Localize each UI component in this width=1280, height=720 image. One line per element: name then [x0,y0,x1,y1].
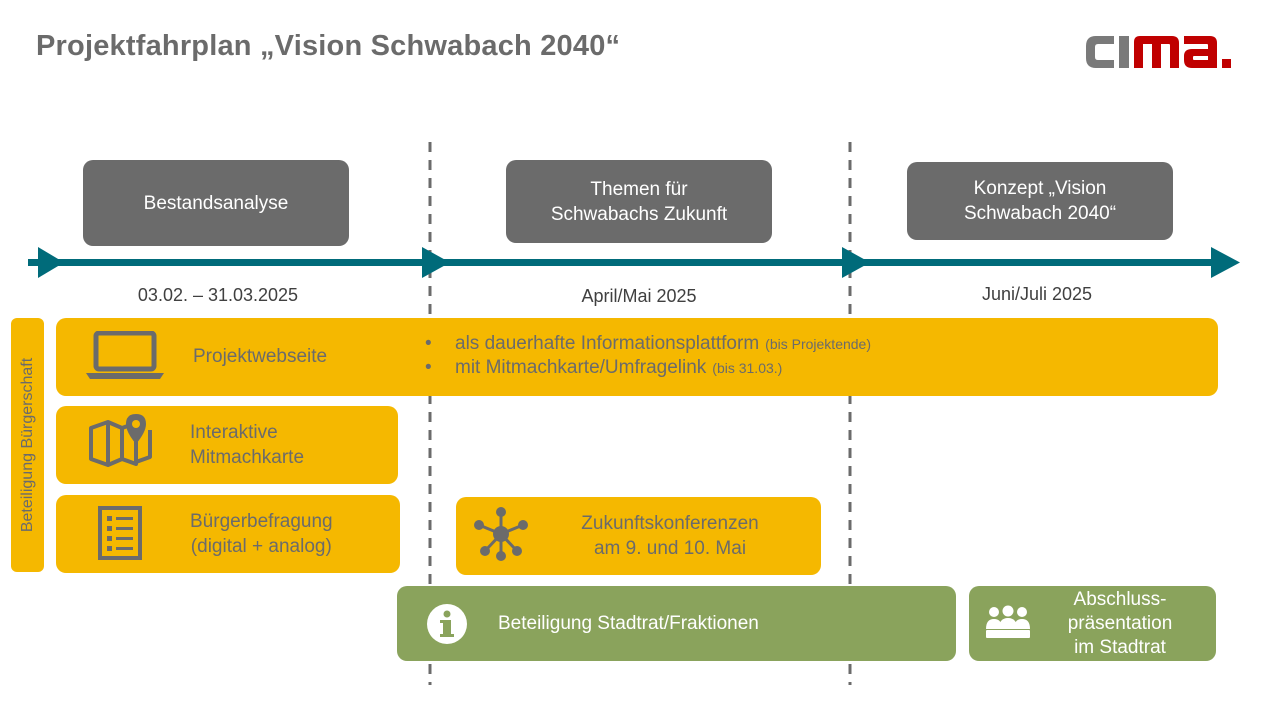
checklist-icon [97,505,143,566]
phase-date-1: 03.02. – 31.03.2025 [137,285,299,305]
side-label-box: Beteiligung Bürgerschaft [11,318,44,572]
website-box [56,318,1218,396]
bullet-note: (bis Projektende) [765,336,871,352]
phase-date-2: April/Mai 2025 [581,286,697,306]
website-bullet-2: • mit Mitmachkarte/Umfragelink (bis 31.0… [425,356,871,380]
laptop-icon [84,330,166,386]
website-bullet-1: • als dauerhafte Informationsplattform (… [425,332,871,356]
phase-box-themen: Themen für Schwabachs Zukunft [506,160,772,243]
bullet-text: als dauerhafte Informationsplattform [455,333,760,354]
side-label: Beteiligung Bürgerschaft [18,357,36,533]
phase-box-bestandsanalyse: Bestandsanalyse [83,160,349,246]
website-bullets: • als dauerhafte Informationsplattform (… [425,332,871,380]
website-label: Projektwebseite [193,346,328,367]
final-label: Abschluss- präsentation im Stadtrat [1067,589,1173,658]
conference-label: Zukunftskonferenzen am 9. und 10. Mai [581,513,759,559]
map-pin-icon [88,412,154,473]
phase-date-3: Juni/Juli 2025 [981,284,1093,304]
conference-box [456,497,821,575]
bullet-dot: • [425,333,432,354]
info-icon [426,603,468,650]
council-label: Beteiligung Stadtrat/Fraktionen [498,613,759,634]
timeline-arrow [28,247,1240,278]
network-icon [470,506,532,567]
survey-label: Bürgerbefragung (digital + analog) [190,511,333,557]
map-box [56,406,398,484]
phase-box-konzept: Konzept „Vision Schwabach 2040“ [907,162,1173,240]
audience-icon [985,605,1031,644]
page-title: Projektfahrplan „Vision Schwabach 2040“ [36,30,621,62]
bullet-dot: • [425,357,432,378]
bullet-note: (bis 31.03.) [712,360,783,376]
council-box [397,586,956,661]
bullet-text: mit Mitmachkarte/Umfragelink [455,357,707,378]
cima-logo [1082,28,1252,76]
map-label: Interaktive Mitmachkarte [190,422,305,468]
